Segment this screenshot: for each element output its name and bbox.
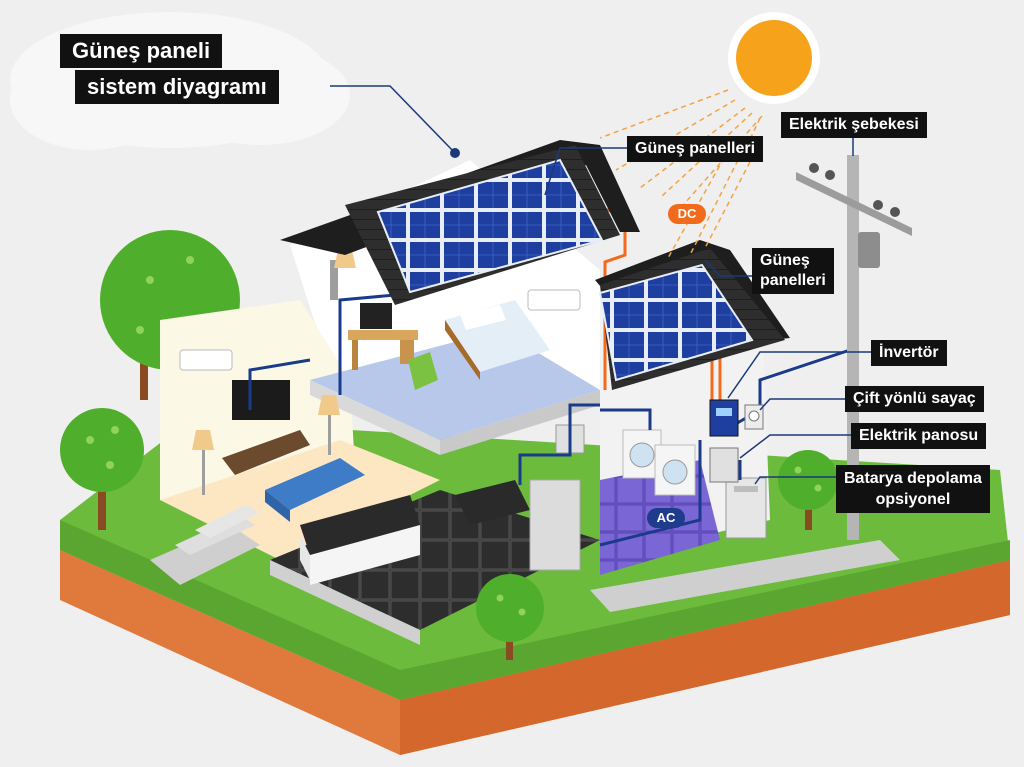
page-title-line-1: Güneş paneli (60, 34, 223, 68)
label-inverter: İnvertör (871, 340, 947, 366)
leader-dot (450, 148, 460, 158)
leader-lines (330, 85, 871, 485)
page-title-line-2: sistem diyagramı (75, 70, 279, 104)
inverter-icon (709, 399, 739, 437)
sun-icon (728, 12, 820, 104)
label-solar-panels-small-line-2: panelleri (760, 272, 826, 289)
side-roof (595, 240, 790, 390)
label-solar-panels-small-line-1: Güneş (760, 252, 810, 269)
label-battery-line-1: Batarya depolama (844, 470, 982, 487)
tree-icon (60, 408, 144, 530)
ac-badge: AC (647, 508, 685, 528)
meter-icon (744, 404, 764, 430)
tree-icon (476, 574, 544, 660)
battery-icon (734, 486, 758, 492)
label-meter: Çift yönlü sayaç (845, 386, 984, 412)
label-electric-panel: Elektrik panosu (851, 423, 987, 449)
dc-badge: DC (668, 204, 706, 224)
label-solar-panels-small: Güneş panelleri (752, 248, 834, 294)
breaker-box-icon (709, 447, 739, 483)
solar-panel-icon (598, 263, 754, 382)
label-grid: Elektrik şebekesi (781, 112, 927, 138)
utility-pole-icon (796, 155, 912, 540)
tree-icon (778, 450, 838, 530)
label-solar-panels-main: Güneş panelleri (627, 136, 764, 162)
label-battery-line-2: opsiyonel (875, 491, 951, 508)
label-battery-storage: Batarya depolama opsiyonel (836, 465, 990, 513)
